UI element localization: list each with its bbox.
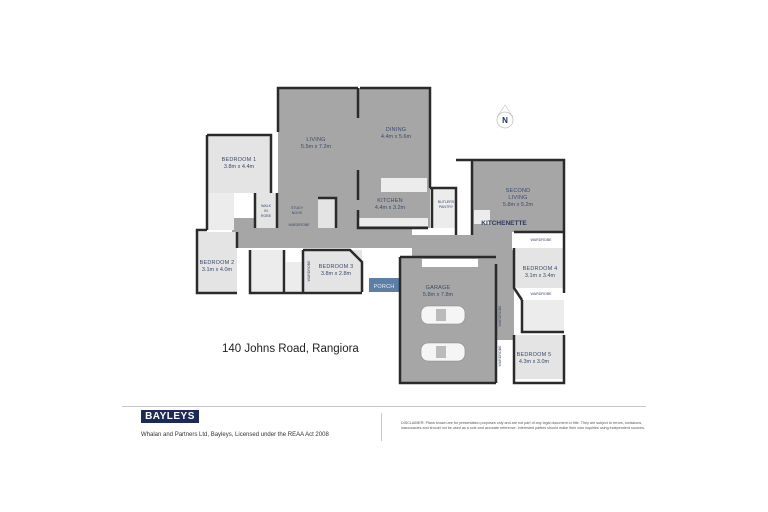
label-butlers-pantry-2: PANTRY [439, 205, 454, 209]
car-icon [420, 342, 466, 362]
compass-icon: N [496, 104, 514, 129]
label-wardrobe: WARDROBE [498, 345, 502, 367]
room-dims-bedroom-5: 4.3m x 3.0m [519, 359, 550, 365]
light-rooms [197, 135, 564, 379]
footer-divider [122, 406, 646, 407]
room-label-kitchen: KITCHEN [377, 198, 403, 204]
label-butlers-pantry: BUTLERS [438, 200, 455, 204]
label-walk-in-robe-2: IN [264, 209, 268, 213]
room-label-bedroom-5: BEDROOM 5 [517, 352, 552, 358]
room-label-second-living-2: LIVING [508, 195, 527, 201]
room-label-bedroom-1: BEDROOM 1 [222, 157, 257, 163]
room-label-porch: PORCH [374, 284, 395, 290]
label-wardrobe: WARDROBE [530, 292, 552, 296]
label-walk-in-robe: WALK [261, 204, 272, 208]
room-dims-bedroom-4: 3.1m x 3.4m [525, 273, 556, 279]
footer-vertical-divider [381, 413, 382, 441]
room-dims-dining: 4.4m x 5.6m [381, 134, 412, 140]
room-dims-garage: 5.8m x 7.8m [423, 292, 454, 298]
label-wardrobe: WARDROBE [498, 305, 502, 327]
room-label-garage: GARAGE [426, 285, 451, 291]
room-label-kitchenette: KITCHENETTE [481, 220, 527, 227]
room-label-second-living: SECOND [506, 188, 531, 194]
agency-license-text: Whalan and Partners Ltd, Bayleys, Licens… [141, 432, 329, 438]
car-icon [420, 305, 466, 325]
label-wardrobe: WARDROBE [288, 223, 310, 227]
room-dims-bedroom-2: 3.1m x 4.0m [202, 267, 233, 273]
label-study-nook-2: NOOK [292, 211, 303, 215]
room-dims-bedroom-3: 3.8m x 2.8m [321, 271, 352, 277]
walls [195, 86, 566, 385]
disclaimer-text: DISCLAIMER: Plans shown are for presenta… [401, 421, 645, 430]
room-dims-bedroom-1: 3.8m x 4.4m [224, 164, 255, 170]
room-label-bedroom-2: BEDROOM 2 [200, 260, 235, 266]
room-dims-second-living: 5.8m x 5.2m [503, 202, 534, 208]
label-study-nook: STUDY [291, 206, 304, 210]
room-dims-living: 5.5m x 7.2m [301, 144, 332, 150]
svg-text:N: N [502, 116, 508, 125]
label-wardrobe: WARDROBE [307, 260, 311, 282]
room-label-bedroom-4: BEDROOM 4 [523, 266, 558, 272]
label-wardrobe: WARDROBE [530, 238, 552, 242]
room-label-dining: DINING [386, 127, 406, 133]
porch-area [369, 278, 399, 292]
label-walk-in-robe-3: ROBE [261, 214, 272, 218]
room-dims-kitchen: 4.4m x 3.2m [375, 205, 406, 211]
room-label-bedroom-3: BEDROOM 3 [319, 264, 354, 270]
brand-logo: BAYLEYS [141, 410, 199, 423]
property-address: 140 Johns Road, Rangiora [222, 343, 359, 355]
room-label-living: LIVING [306, 137, 325, 143]
